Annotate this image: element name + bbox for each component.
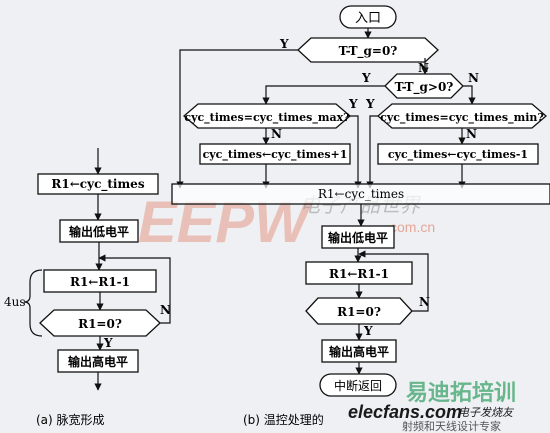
decision-zero-label-b: R1=0? [337,305,381,319]
decision-max-label: cyc_times=cyc_times_max? [184,111,349,125]
yes-label-min: Y [365,97,375,111]
timing-label: 4us [4,295,26,309]
no-label-max: N [271,127,282,141]
yes-label-max: Y [348,97,358,111]
output-low-label-b: 输出低电平 [328,230,388,245]
watermark-elecfans-cn: 电子发烧友 [458,406,515,419]
no-label-zero-b: N [419,295,430,309]
flowchart-b: 入口 T-T_g=0? Y N T-T_g>0? Y N cyc_times=c… [171,5,550,397]
no-label: N [418,61,429,75]
yes-label-2: Y [361,71,371,85]
no-label-min: N [466,127,477,141]
output-low-label-a: 输出低电平 [69,224,129,239]
decision-min-label: cyc_times=cyc_times_min? [380,111,544,125]
entry-label: 入口 [355,11,381,26]
yes-label: Y [279,37,289,51]
no-label-2: N [468,71,479,85]
caption-a: (a) 脉宽形成 [36,412,105,427]
timing-brace [23,269,43,337]
watermark-yidian-sub: 射频和天线设计专家 [402,419,501,433]
decision-zero-label-a: R1=0? [78,317,122,331]
increment-label: cyc_times←cyc_times+1 [203,148,348,162]
decrement-r1-label-b: R1←R1-1 [329,267,389,281]
decision-equal-label: T-T_g=0? [339,44,398,59]
decision-greater-label: T-T_g>0? [395,80,454,95]
watermark-yidian: 易迪拓培训 [406,380,516,406]
no-label-zero-a: N [160,303,171,317]
decision-min [377,103,547,129]
watermark-bottom: 易迪拓培训 elecfans.com 电子发烧友 射频和天线设计专家 [348,380,516,433]
return-terminal [319,373,397,397]
yes-label-zero-b: Y [363,324,373,338]
output-high-label-a: 输出高电平 [68,354,128,369]
decrement-label: cyc_times←cyc_times-1 [388,148,528,162]
watermark-eepw-url: com.cn [390,219,435,235]
yes-label-zero-a: Y [103,336,113,350]
watermark-elecfans: elecfans.com [348,402,462,422]
decrement-r1-label-a: R1←R1-1 [70,275,130,289]
increment-box [199,143,351,165]
return-label: 中断返回 [334,378,382,393]
decrement-box [377,143,539,165]
load-label-a: R1←cyc_times [51,177,144,192]
flowchart-a: R1←cyc_times 输出低电平 R1←R1-1 R1=0? N Y 输出高… [4,148,171,391]
decision-equal [297,37,439,63]
output-high-label-b: 输出高电平 [329,344,389,359]
caption-b: (b) 温控处理的 [243,412,324,427]
load-label-b: R1←cyc_times [318,187,404,201]
